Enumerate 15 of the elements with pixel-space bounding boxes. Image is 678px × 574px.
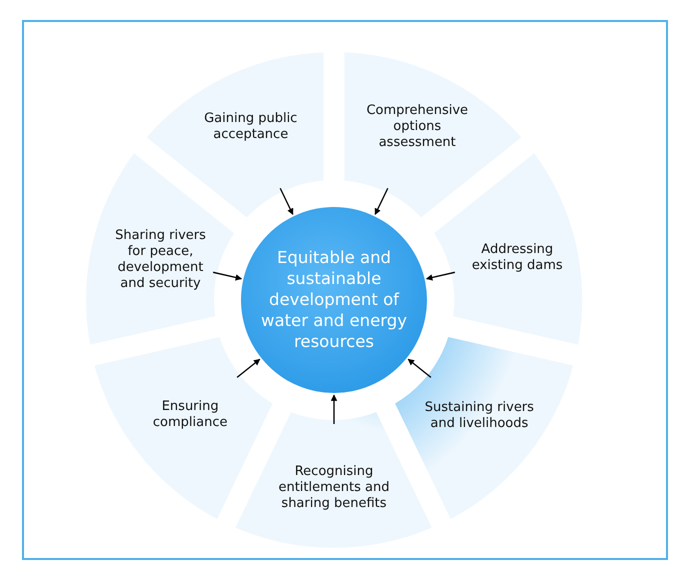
center-label: Equitable and sustainable development of water and energy resources (260, 247, 408, 352)
arrow (280, 188, 294, 215)
segment-label: Addressing existing dams (470, 242, 564, 274)
segment-label: Gaining public acceptance (203, 110, 298, 143)
arrow (426, 272, 456, 281)
segment-label: Comprehensive options assessment (365, 102, 470, 151)
segment-label: Sharing rivers for peace, development and security (114, 228, 207, 292)
arrow (212, 272, 242, 281)
arrow (408, 358, 432, 378)
segment-label: Sustaining rivers and livelihoods (424, 400, 535, 432)
arrow (330, 394, 338, 424)
arrow (374, 188, 388, 215)
arrow (236, 358, 260, 378)
segment-label: Recognising entitlements and sharing benefits (278, 464, 390, 512)
segment-label: Ensuring compliance (152, 398, 228, 431)
